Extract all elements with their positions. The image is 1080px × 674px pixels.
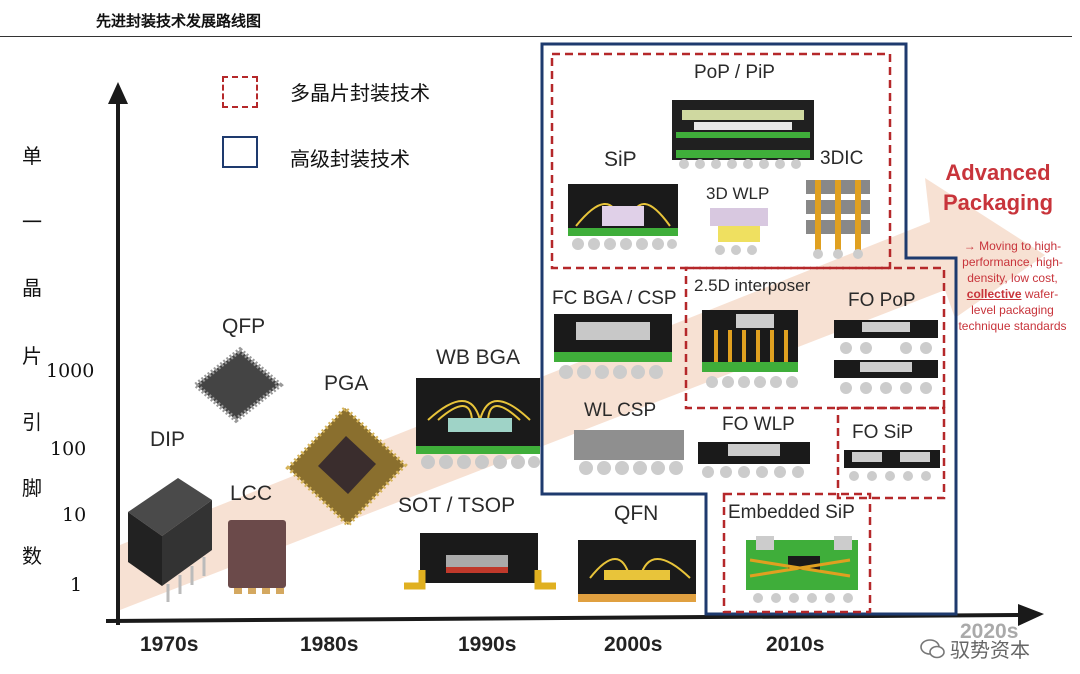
x-tick-2000s: 2000s: [604, 633, 663, 656]
multi-die-box-interposer: [684, 266, 946, 410]
y-axis-label-char: 引: [22, 410, 42, 434]
embedded-sip-package-illustration: [746, 536, 858, 603]
fc-bga-csp-package-illustration: [554, 314, 672, 379]
pop-pip-package-illustration: [672, 100, 814, 169]
label-sip: SiP: [604, 148, 637, 171]
y-axis-label-char: 晶: [22, 276, 42, 300]
lcc-package-illustration: [228, 520, 286, 594]
multi-die-box-top: [550, 52, 892, 270]
advanced-desc-pre: → Moving to high-performance, high-densi…: [962, 239, 1063, 285]
advanced-heading-line2: Packaging: [942, 190, 1054, 215]
advanced-packaging-outline: [540, 42, 958, 616]
wb-bga-package-illustration: [416, 378, 540, 469]
label-fo-sip: FO SiP: [852, 422, 914, 443]
label-pop-pip: PoP / PiP: [694, 62, 775, 83]
label-lcc: LCC: [230, 482, 273, 505]
label-dip: DIP: [150, 428, 186, 451]
advanced-packaging-description: → Moving to high-performance, high-densi…: [955, 238, 1070, 334]
label-sot-tsop: SOT / TSOP: [398, 494, 516, 517]
label-pga: PGA: [324, 372, 369, 395]
label-fc-bga-csp: FC BGA / CSP: [552, 288, 677, 309]
legend-swatch-multi-die: [222, 76, 258, 108]
wechat-icon: [920, 638, 945, 658]
label-qfn: QFN: [614, 502, 659, 525]
sot-tsop-package-illustration: [404, 533, 556, 590]
x-axis-arrowhead: [1018, 604, 1044, 626]
fo-wlp-package-illustration: [698, 442, 810, 478]
advanced-desc-highlight: collective: [966, 287, 1022, 301]
3d-wlp-package-illustration: [710, 208, 768, 255]
y-axis-label-char: 单: [22, 144, 42, 168]
multi-die-box-fo-sip: [836, 406, 946, 500]
advanced-desc-post: wafer-level packaging technique standard…: [958, 287, 1067, 333]
label-wl-csp: WL CSP: [584, 400, 657, 421]
qfp-package-illustration: [192, 346, 284, 424]
y-axis-label-char: 数: [22, 544, 42, 568]
x-tick-1980s: 1980s: [300, 633, 359, 656]
label-wb-bga: WB BGA: [436, 346, 521, 369]
advanced-packaging-heading: Advanced Packaging: [938, 158, 1058, 218]
legend-label-advanced: 高级封装技术: [290, 147, 410, 171]
y-axis-label-char: 脚: [22, 476, 42, 500]
sip-package-illustration: [568, 184, 678, 250]
advanced-heading-line1: Advanced: [945, 160, 1051, 185]
x-tick-2010s: 2010s: [766, 633, 825, 656]
fo-sip-package-illustration: [844, 450, 940, 481]
watermark-text: 驭势资本: [950, 638, 1030, 662]
x-tick-1970s: 1970s: [140, 633, 199, 656]
label-fo-wlp: FO WLP: [722, 414, 795, 435]
y-tick-1: 1: [70, 574, 83, 596]
interposer-package-illustration: [702, 310, 798, 388]
wl-csp-package-illustration: [574, 430, 684, 475]
pga-package-illustration: [285, 405, 408, 528]
y-axis-label-char: 片: [22, 344, 42, 368]
watermark: 驭势资本: [920, 634, 1030, 663]
y-tick-10: 10: [62, 504, 87, 526]
y-tick-1000: 1000: [46, 360, 95, 382]
label-fo-pop: FO PoP: [848, 290, 916, 311]
x-tick-2020s: 2020s: [960, 620, 1019, 643]
3dic-package-illustration: [806, 180, 870, 259]
y-tick-100: 100: [50, 438, 87, 460]
x-axis-line: [105, 613, 1021, 623]
multi-die-box-embedded-sip: [722, 492, 872, 614]
label-3d-wlp: 3D WLP: [706, 184, 770, 203]
dip-package-illustration: [128, 478, 212, 602]
y-axis-arrowhead: [108, 82, 128, 104]
page-title: 先进封装技术发展路线图: [96, 12, 262, 30]
label-2-5d-interposer: 2.5D interposer: [694, 276, 811, 295]
fo-pop-package-illustration: [834, 320, 938, 394]
legend-label-multi-die: 多晶片封装技术: [290, 81, 430, 105]
label-embedded-sip: Embedded SiP: [728, 502, 855, 523]
legend-swatch-advanced: [222, 136, 258, 168]
y-axis-label-char: 一: [22, 210, 42, 234]
label-3dic: 3DIC: [820, 148, 864, 169]
qfn-package-illustration: [578, 540, 696, 602]
x-tick-1990s: 1990s: [458, 633, 517, 656]
label-qfp: QFP: [222, 315, 266, 338]
title-rule: [0, 36, 1072, 37]
